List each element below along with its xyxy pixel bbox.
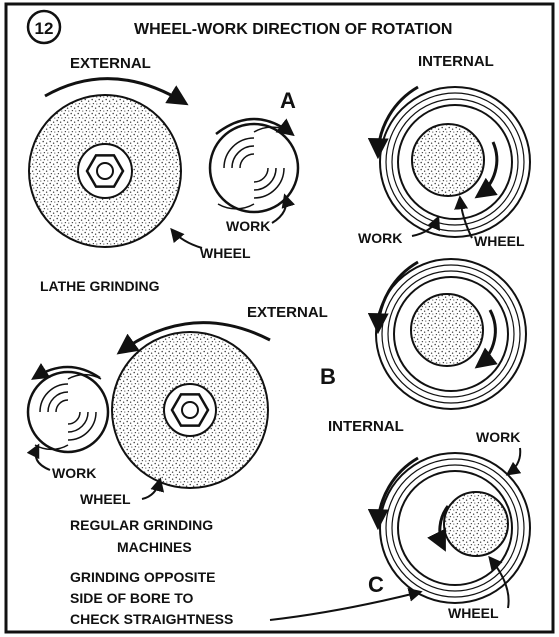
a-external-label: EXTERNAL	[70, 55, 151, 72]
b-section-letter: B	[320, 364, 336, 389]
a-section-letter: A	[280, 88, 296, 113]
c-section-letter: C	[368, 572, 384, 597]
a-internal-label: INTERNAL	[418, 53, 494, 70]
a-internal-work-label: WORK	[358, 230, 402, 246]
c-caption-pointer	[270, 592, 420, 620]
c-work-label: WORK	[476, 429, 520, 445]
b-internal-wheel	[411, 294, 483, 366]
b-hex-nut-icon	[172, 394, 208, 425]
a-wheel-leader	[172, 230, 202, 248]
b-wheel-label: WHEEL	[80, 491, 131, 507]
b-caption-line2: MACHINES	[117, 539, 192, 555]
c-internal-wheel	[444, 492, 508, 556]
a-hex-nut-icon	[87, 155, 123, 186]
a-internal-work-arrow	[378, 87, 418, 155]
figure-title: WHEEL-WORK DIRECTION OF ROTATION	[134, 21, 452, 38]
a-work-label: WORK	[226, 218, 270, 234]
c-caption-line3: CHECK STRAIGHTNESS	[70, 611, 233, 627]
c-work-leader	[508, 448, 520, 474]
a-internal-wheel-label: WHEEL	[474, 233, 525, 249]
c-wheel-label: WHEEL	[448, 605, 499, 621]
b-work-label: WORK	[52, 465, 96, 481]
c-caption-line2: SIDE OF BORE TO	[70, 590, 194, 606]
a-wheel-label: WHEEL	[200, 245, 251, 261]
b-internal-label: INTERNAL	[328, 418, 404, 435]
b-wheel-leader	[142, 480, 160, 499]
c-caption-line1: GRINDING OPPOSITE	[70, 569, 215, 585]
a-caption: LATHE GRINDING	[40, 278, 160, 294]
b-caption-line1: REGULAR GRINDING	[70, 517, 213, 533]
b-external-label: EXTERNAL	[247, 304, 328, 321]
a-internal-wheel	[412, 124, 484, 196]
figure-number: 12	[35, 19, 54, 38]
